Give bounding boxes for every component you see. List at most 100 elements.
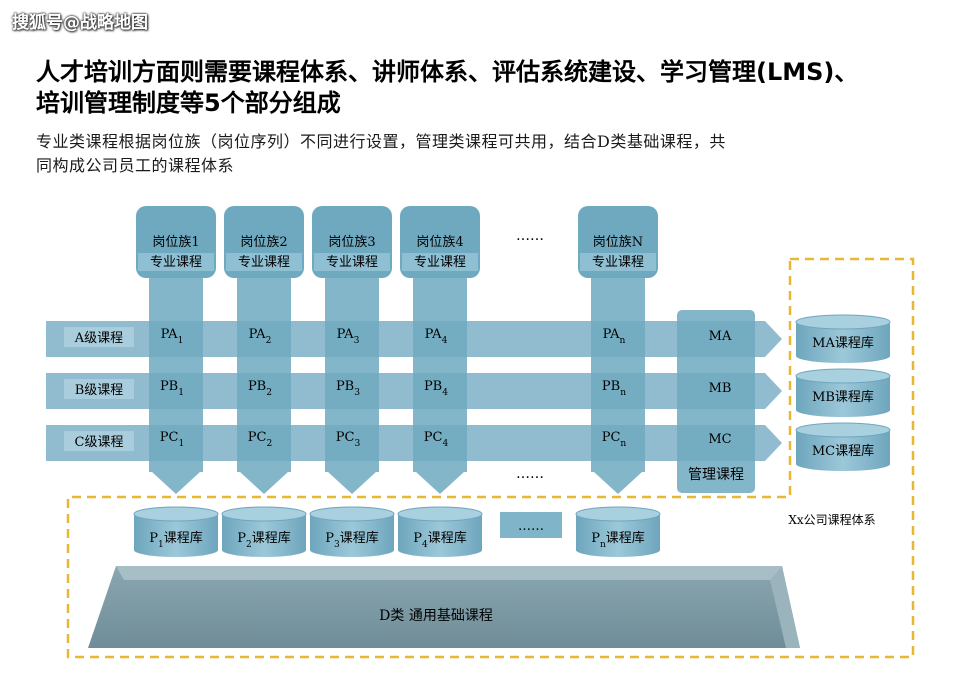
library-sub: 2: [246, 540, 252, 550]
column-library-body-2: [222, 514, 306, 557]
management-library-3: MC课程库: [795, 422, 891, 471]
base-slab: D类 通用基础课程: [88, 566, 800, 648]
cell-a-5: PAn: [603, 327, 626, 346]
column-library-label-3: P3课程库: [325, 530, 379, 550]
level-label-box-a: [64, 327, 134, 347]
column-library-label-4: P4课程库: [413, 530, 467, 550]
management-library-body-3: [796, 430, 890, 471]
column-head-title-4: 岗位族4: [416, 234, 463, 250]
cell-c-3-base: PC: [336, 430, 355, 445]
level-label-box-b: [64, 379, 134, 399]
column-library-top-1: [133, 506, 219, 522]
column-head-subtitle-2: 专业课程: [238, 255, 290, 270]
cell-a-4-base: PA: [425, 327, 443, 342]
cell-b-5-base: PB: [602, 379, 620, 394]
column-library-label-5: Pn课程库: [591, 530, 645, 550]
column-head-subtitle-4: 专业课程: [414, 255, 466, 270]
management-mc: MC: [708, 432, 731, 447]
library-post: 课程库: [340, 530, 379, 546]
cell-b-2: PB2: [248, 379, 272, 398]
management-library-label-1: MA课程库: [812, 335, 874, 351]
cell-a-4: PA4: [425, 327, 448, 346]
column-library-label-1: P1课程库: [149, 530, 203, 550]
column-library-body-5: [576, 514, 660, 557]
cell-a-3-base: PA: [337, 327, 355, 342]
cell-a-5-base: PA: [603, 327, 621, 342]
base-slab-bevel: [116, 566, 782, 580]
column-library-top-4: [397, 506, 483, 522]
cell-b-4: PB4: [424, 379, 448, 398]
management-library-label-3: MC课程库: [812, 443, 874, 459]
library-pre: P: [325, 531, 334, 546]
cell-c-2-base: PC: [248, 430, 267, 445]
column-library-body-4: [398, 514, 482, 557]
cell-b-3: PB3: [336, 379, 360, 398]
column-library-body-3: [310, 514, 394, 557]
management-library-top-1: [795, 314, 891, 330]
cell-a-1-base: PA: [161, 327, 179, 342]
ellipsis-library-box: [500, 512, 562, 538]
cell-c-1-sub: 1: [178, 439, 184, 449]
management-library-top-3: [795, 422, 891, 438]
page-subtitle: 专业类课程根据岗位族（岗位序列）不同进行设置，管理类课程可共用，结合D类基础课程…: [36, 130, 946, 178]
column-shaft-3: [325, 278, 379, 494]
column-library-body-1: [134, 514, 218, 557]
watermark: 搜狐号@战略地图: [12, 13, 148, 33]
column-library-label-2: P2课程库: [237, 530, 291, 550]
base-label: D类 通用基础课程: [379, 607, 493, 624]
column-library-top-5: [575, 506, 661, 522]
cell-c-2-sub: 2: [266, 439, 272, 449]
column-head-label-box-3: [314, 253, 390, 271]
column-shaft-1: [149, 278, 203, 494]
cell-b-1: PB1: [160, 379, 184, 398]
column-library-top-3: [309, 506, 395, 522]
column-head-label-box-4: [402, 253, 478, 271]
subtitle-line-1: 专业类课程根据岗位族（岗位序列）不同进行设置，管理类课程可共用，结合D类基础课程…: [36, 132, 726, 151]
level-b-label: B级课程: [75, 383, 124, 398]
library-post: 课程库: [164, 530, 203, 546]
column-library-1: P1课程库: [133, 506, 219, 557]
cell-c-5-sub: n: [620, 439, 626, 449]
management-column: [677, 310, 755, 493]
library-sub: n: [600, 540, 606, 550]
cell-c-3-sub: 3: [354, 439, 360, 449]
company-boundary: [66, 257, 915, 659]
cell-b-2-base: PB: [248, 379, 266, 394]
management-library-body-2: [796, 376, 890, 417]
cell-b-3-sub: 3: [354, 388, 360, 398]
cell-a-3-sub: 3: [354, 336, 360, 346]
column-head-subtitle-5: 专业课程: [592, 255, 644, 270]
ellipsis-rows: ……: [516, 466, 544, 482]
column-head-subtitle-1: 专业课程: [150, 255, 202, 270]
column-library-5: Pn课程库: [575, 506, 661, 557]
title-line-1: 人才培训方面则需要课程体系、讲师体系、评估系统建设、学习管理(LMS)、: [36, 58, 859, 86]
cell-b-5-sub: n: [620, 388, 626, 398]
cell-c-1-base: PC: [160, 430, 179, 445]
library-post: 课程库: [428, 530, 467, 546]
base-slab-top: [88, 566, 800, 648]
cell-a-4-sub: 4: [442, 336, 448, 346]
column-head-title-1: 岗位族1: [152, 234, 199, 250]
library-pre: P: [413, 531, 422, 546]
cell-c-3: PC3: [336, 430, 361, 449]
cell-a-2: PA2: [249, 327, 272, 346]
cell-c-4: PC4: [424, 430, 449, 449]
cell-b-1-sub: 1: [178, 388, 184, 398]
library-sub: 3: [334, 540, 340, 550]
management-label: 管理课程: [688, 467, 744, 483]
cell-b-2-sub: 2: [266, 388, 272, 398]
cell-b-4-base: PB: [424, 379, 442, 394]
level-a-label: A级课程: [74, 331, 123, 346]
column-head-label-box-2: [226, 253, 302, 271]
cell-b-4-sub: 4: [442, 388, 448, 398]
library-pre: P: [237, 531, 246, 546]
cell-c-2: PC2: [248, 430, 273, 449]
cell-a-2-base: PA: [249, 327, 267, 342]
title-line-2: 培训管理制度等5个部分组成: [36, 89, 341, 117]
cell-b-1-base: PB: [160, 379, 178, 394]
cell-c-4-sub: 4: [442, 439, 448, 449]
column-shaft-4: [413, 278, 467, 494]
level-labels: A级课程 B级课程 C级课程: [64, 327, 134, 451]
cell-b-5: PBn: [602, 379, 626, 398]
